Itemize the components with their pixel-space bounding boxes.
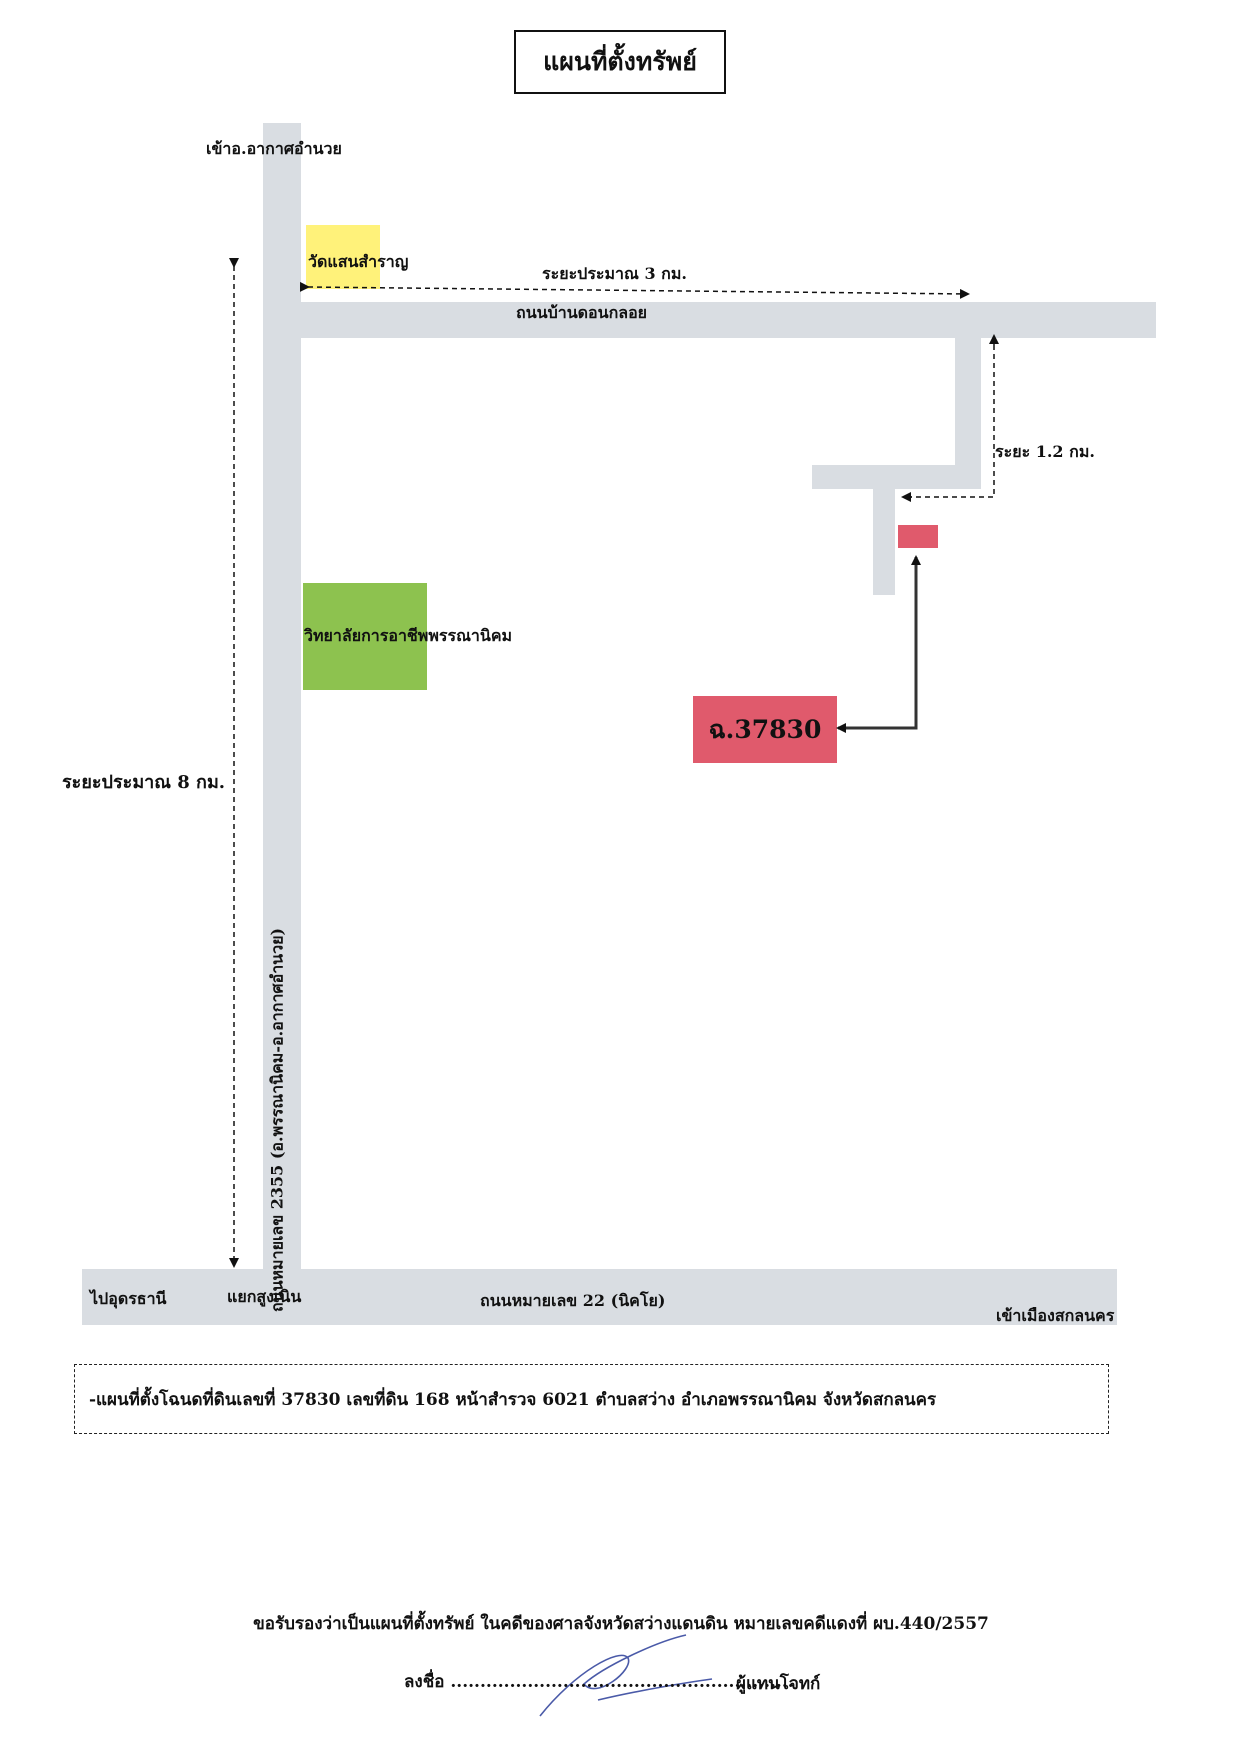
label-dist-8km: ระยะประมาณ 8 กม.	[62, 772, 226, 793]
label-college: วิทยาลัยการอาชีพพรรณานิคม	[304, 626, 513, 645]
temple-marker	[306, 225, 380, 289]
road-branch-vertical	[955, 334, 981, 468]
college-marker	[303, 583, 427, 690]
road-soi	[873, 487, 895, 595]
label-to-udon: ไปอุดรธานี	[90, 1289, 167, 1308]
label-road-2355: ถนนหมายเลข 2355 (อ.พรรณานิคม-อ.อากาศอำนว…	[267, 927, 287, 1313]
signature-scribble	[539, 1634, 713, 1717]
parcel-pointer-line	[845, 558, 918, 730]
map-title: แผนที่ตั้งทรัพย์	[514, 30, 726, 94]
label-to-akat: เข้าอ.อากาศอำนวย	[206, 139, 342, 158]
parcel-location-marker	[898, 525, 938, 548]
label-junction: แยกสูงเนิน	[227, 1287, 302, 1306]
road-branch-horizontal	[812, 465, 981, 489]
label-temple: วัดแสนสำราญ	[308, 252, 409, 271]
label-road-donkloi: ถนนบ้านดอนกลอย	[516, 303, 648, 322]
certification-text: ขอรับรองว่าเป็นแผนที่ตั้งทรัพย์ ในคดีของ…	[253, 1614, 989, 1634]
road-ban-don-kloi	[263, 302, 1156, 338]
label-dist-3km: ระยะประมาณ 3 กม.	[542, 264, 687, 283]
parcel-callout: ฉ.37830	[693, 696, 837, 763]
dist-3km-line	[299, 281, 970, 299]
label-dist-1-2km: ระยะ 1.2 กม.	[995, 442, 1095, 461]
road-22	[82, 1269, 1117, 1325]
label-to-sakon: เข้าเมืองสกลนคร	[996, 1306, 1115, 1325]
signature-role: ผู้แทนโจทก์	[736, 1674, 821, 1694]
parcel-note: -แผนที่ตั้งโฉนดที่ดินเลขที่ 37830 เลขที่…	[74, 1364, 1109, 1434]
signature-line: ลงชื่อ .................................…	[404, 1672, 794, 1692]
dist-1-2km-line	[903, 336, 995, 498]
label-road-22: ถนนหมายเลข 22 (นิคโย)	[480, 1291, 666, 1310]
